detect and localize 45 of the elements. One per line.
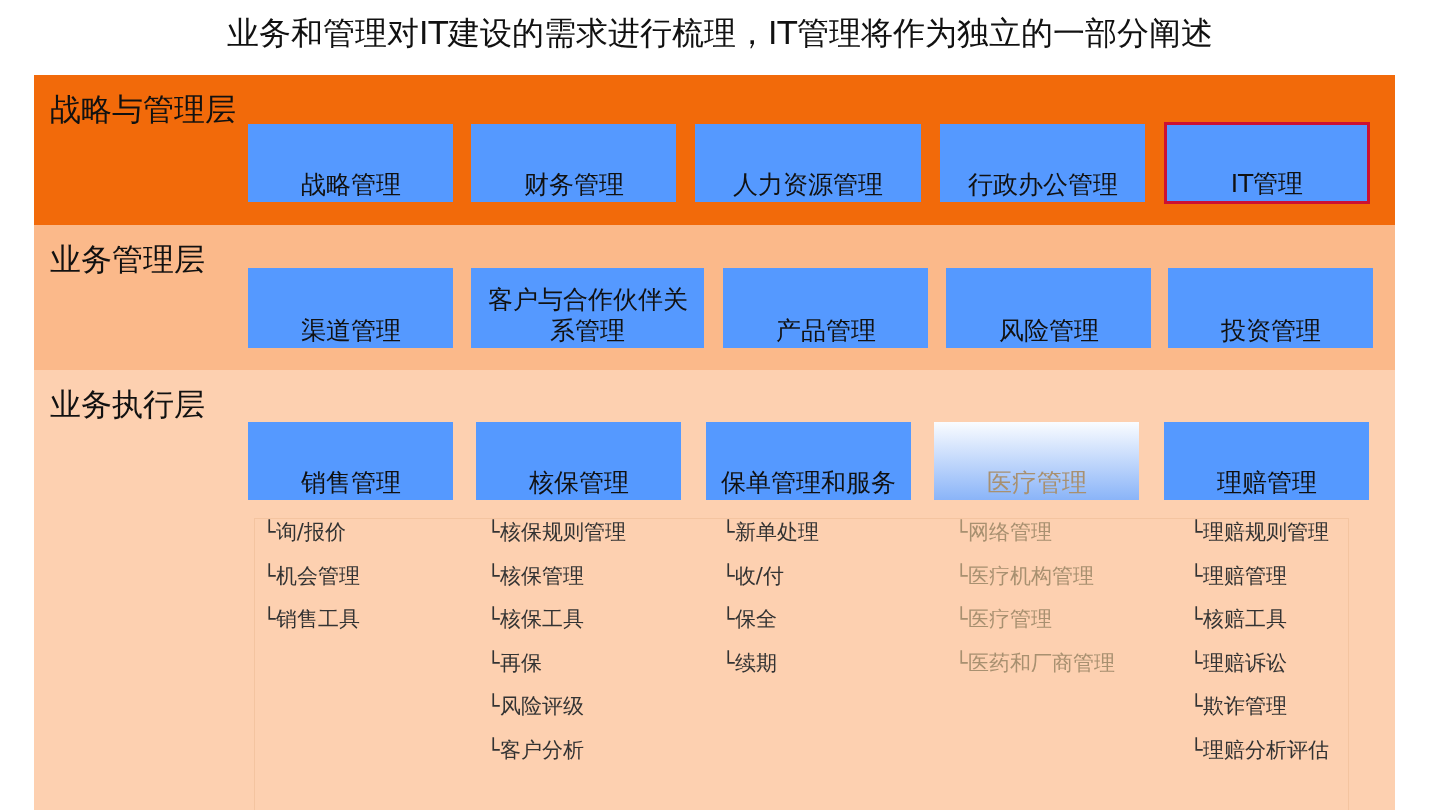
function-item: └理赔管理: [1190, 562, 1288, 590]
layer-title: 业务执行层: [50, 385, 205, 424]
function-box: 风险管理: [946, 268, 1151, 348]
function-item: └理赔诉讼: [1190, 649, 1288, 677]
function-box: 战略管理: [248, 124, 453, 202]
function-box: 人力资源管理: [695, 124, 921, 202]
function-item: └保全: [722, 605, 778, 633]
function-box: 投资管理: [1168, 268, 1373, 348]
layer-title: 战略与管理层: [50, 90, 236, 129]
layer-band: [34, 370, 1395, 810]
function-box: 销售管理: [248, 422, 453, 500]
function-item: └理赔分析评估: [1190, 736, 1329, 764]
function-box: 财务管理: [471, 124, 676, 202]
function-item: └欺诈管理: [1190, 692, 1288, 720]
function-box: 医疗管理: [934, 422, 1139, 500]
function-box: 产品管理: [723, 268, 928, 348]
function-item: └机会管理: [263, 562, 360, 590]
function-item: └销售工具: [263, 605, 360, 633]
function-item: └续期: [722, 649, 778, 677]
function-item: └询/报价: [263, 518, 347, 546]
function-box: 渠道管理: [248, 268, 453, 348]
function-item: └医疗机构管理: [955, 562, 1095, 590]
function-item: └风险评级: [487, 692, 585, 720]
function-box: 客户与合作伙伴关系管理: [471, 268, 704, 348]
function-box: 理赔管理: [1164, 422, 1369, 500]
layer-band: [34, 75, 1395, 225]
function-item: └核保管理: [487, 562, 585, 590]
function-item: └核赔工具: [1190, 605, 1288, 633]
function-item: └核保工具: [487, 605, 585, 633]
layer-title: 业务管理层: [50, 240, 205, 279]
page-title: 业务和管理对IT建设的需求进行梳理，IT管理将作为独立的一部分阐述: [226, 13, 1214, 54]
function-box: 保单管理和服务: [706, 422, 911, 500]
function-item: └医药和厂商管理: [955, 649, 1115, 677]
function-box: 行政办公管理: [940, 124, 1145, 202]
function-item: └收/付: [722, 562, 785, 590]
function-item: └理赔规则管理: [1190, 518, 1329, 546]
function-item: └网络管理: [955, 518, 1053, 546]
function-item: └客户分析: [487, 736, 585, 764]
function-item: └再保: [487, 649, 543, 677]
function-item: └新单处理: [722, 518, 819, 546]
function-item: └医疗管理: [955, 605, 1053, 633]
function-item: └核保规则管理: [487, 518, 626, 546]
function-box: IT管理: [1164, 122, 1370, 204]
function-box: 核保管理: [476, 422, 681, 500]
layer-band: [34, 225, 1395, 370]
